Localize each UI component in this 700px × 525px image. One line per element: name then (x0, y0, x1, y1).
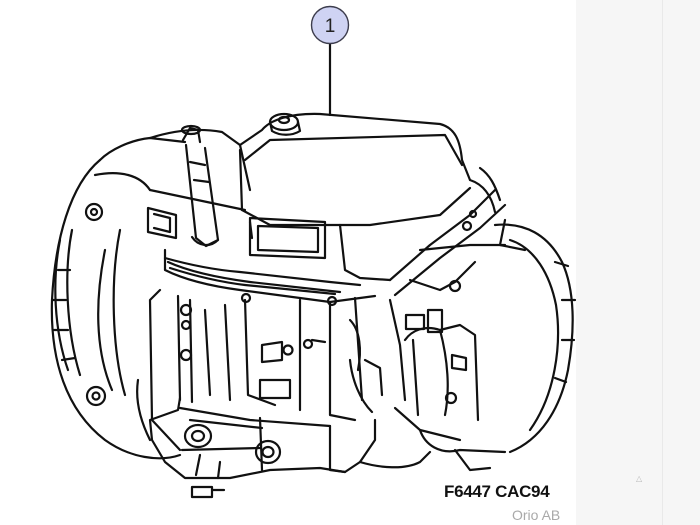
callout-number: 1 (325, 16, 336, 37)
lower-case (148, 358, 432, 499)
main-case (146, 128, 384, 452)
callout-balloon: 1 (310, 5, 350, 45)
small-triangle-icon: △ (636, 474, 643, 483)
valve-cover (163, 112, 507, 307)
right-housing (388, 218, 577, 472)
side-strip (576, 0, 700, 525)
copyright-credit: Orio AB (512, 507, 561, 523)
filler-cap (268, 112, 302, 136)
strip-edge (662, 0, 663, 525)
dipstick-tube (180, 124, 220, 248)
left-bell-housing (50, 136, 187, 460)
figure-code: F6447 CAC94 (444, 482, 550, 501)
